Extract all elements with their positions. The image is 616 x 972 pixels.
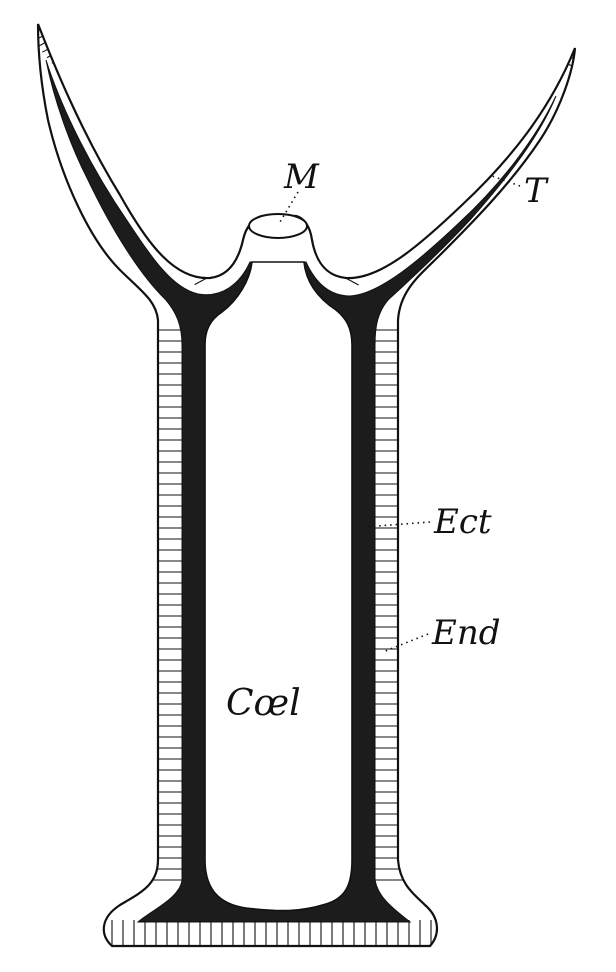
cell-boundary: [70, 71, 98, 87]
cell-boundary: [165, 217, 193, 233]
cell-boundary: [422, 160, 450, 176]
cell-boundary: [467, 114, 495, 130]
cell-boundary: [80, 83, 107, 99]
cell-boundary: [137, 167, 164, 183]
cell-boundary: [441, 139, 469, 155]
cell-boundary: [370, 221, 398, 237]
cell-boundary: [480, 103, 507, 119]
label-mouth: M: [284, 157, 319, 197]
cell-boundary: [132, 159, 159, 175]
cell-boundary: [474, 108, 501, 124]
cell-boundary: [364, 229, 392, 245]
cell-boundary: [396, 189, 424, 205]
cell-boundary: [189, 261, 217, 277]
cell-boundary: [151, 192, 179, 208]
cell-boundary: [531, 60, 559, 76]
coelenteron-cavity: [204, 261, 353, 912]
cell-boundary: [170, 226, 198, 242]
cell-boundary: [499, 86, 527, 102]
cell-boundary: [118, 137, 145, 153]
cell-boundary: [103, 116, 131, 131]
label-coelenteron: Cœl: [226, 683, 301, 724]
cell-boundary: [113, 130, 140, 146]
label-endoderm: End: [432, 613, 501, 653]
cell-boundary: [146, 183, 174, 199]
cell-boundary: [338, 262, 366, 278]
cell-boundary: [156, 200, 183, 216]
cell-boundary: [461, 120, 488, 136]
cell-boundary: [416, 167, 443, 183]
leader-ect: [363, 521, 431, 528]
cell-boundary: [506, 81, 533, 97]
cell-boundary: [108, 122, 136, 138]
cell-boundary: [377, 213, 404, 229]
cell-boundary: [409, 174, 437, 190]
cell-boundary: [141, 175, 169, 191]
cell-boundary: [65, 65, 93, 81]
cell-boundary: [184, 252, 212, 268]
cell-boundary: [56, 54, 83, 70]
cell-boundary: [89, 96, 117, 112]
leader-lines: [279, 175, 521, 653]
cell-boundary: [358, 237, 385, 253]
cell-boundary: [383, 205, 411, 221]
label-tentacle: T: [524, 171, 547, 211]
cell-boundary: [175, 234, 202, 250]
cell-boundary: [127, 152, 155, 168]
cell-boundary: [454, 127, 482, 143]
cell-boundary: [448, 133, 475, 149]
cell-boundary: [99, 109, 126, 125]
cell-boundary: [525, 65, 553, 81]
cell-boundary: [84, 89, 112, 105]
cell-boundary: [538, 56, 565, 72]
label-ectoderm: Ect: [434, 502, 492, 542]
cell-boundary: [435, 146, 462, 162]
cell-boundary: [486, 97, 514, 113]
cell-boundary: [75, 77, 102, 93]
cell-boundary: [351, 245, 379, 261]
cell-boundary: [345, 253, 372, 269]
cell-boundary: [557, 41, 575, 57]
cell-boundary: [519, 70, 546, 86]
mouth-opening: [248, 213, 308, 239]
cell-boundary: [512, 76, 540, 91]
cell-boundary: [493, 91, 520, 107]
cell-boundary: [403, 182, 430, 198]
cell-boundary: [38, 26, 60, 42]
cell-boundary: [180, 243, 207, 259]
cell-boundary: [428, 153, 456, 169]
cell-boundary: [94, 102, 121, 118]
cell-boundary: [51, 48, 79, 64]
cell-boundary: [122, 144, 150, 160]
cell-boundary: [161, 208, 188, 224]
cell-boundary: [390, 197, 417, 213]
cell-boundary: [61, 59, 88, 75]
leader-m: [279, 191, 299, 223]
